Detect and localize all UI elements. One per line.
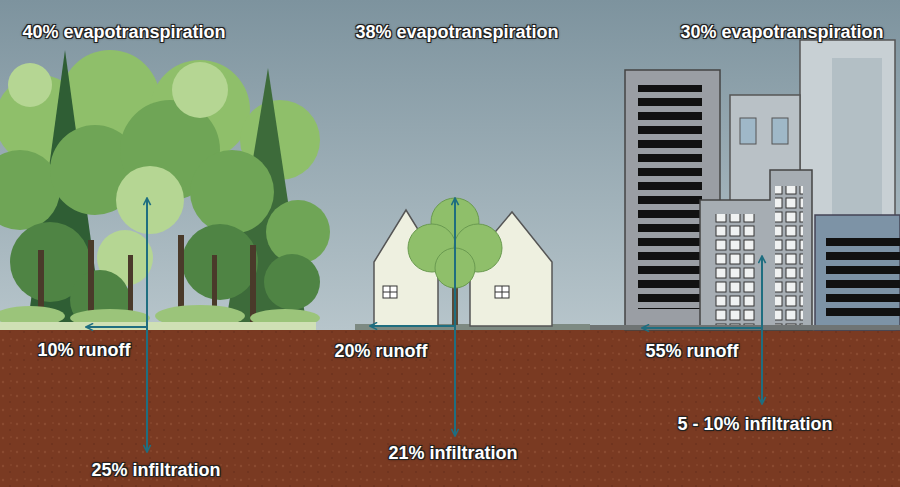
flow-label: 30% evapotranspiration: [680, 21, 883, 43]
soil: [0, 330, 900, 487]
flow-label: 20% runoff: [334, 340, 427, 362]
flow-arrows: [86, 198, 762, 452]
flow-label: 21% infiltration: [388, 442, 517, 464]
flow-label: 55% runoff: [645, 340, 738, 362]
houses: [355, 198, 590, 330]
forest: [0, 50, 330, 330]
flow-label: 40% evapotranspiration: [22, 21, 225, 43]
flow-label: 5 - 10% infiltration: [677, 413, 832, 435]
flow-label: 38% evapotranspiration: [355, 21, 558, 43]
city: [590, 40, 900, 330]
flow-label: 25% infiltration: [91, 459, 220, 481]
flow-label: 10% runoff: [37, 339, 130, 361]
sky: [0, 0, 900, 330]
